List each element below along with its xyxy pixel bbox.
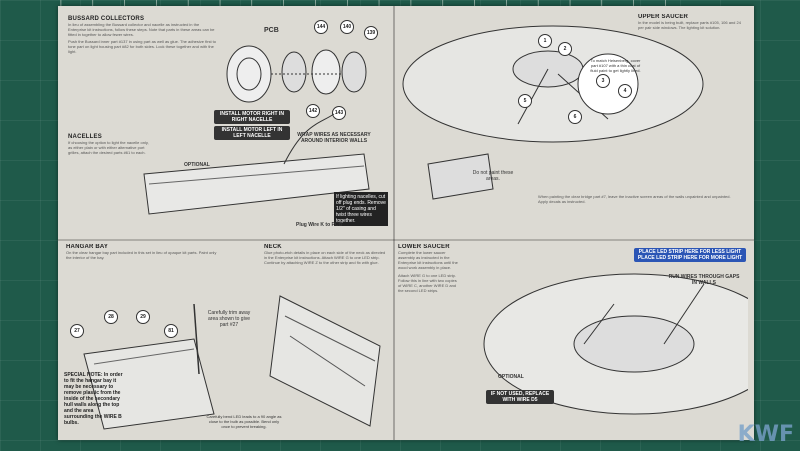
hangar-text: On the clear hangar bay part included in…	[66, 250, 217, 260]
part-6: 6	[568, 110, 582, 124]
install-motor-left-callout: INSTALL MOTOR LEFT IN LEFT NACELLE	[214, 126, 290, 140]
part-143: 143	[332, 106, 346, 120]
lower-saucer-panel: LOWER SAUCER Complete the lower saucer a…	[398, 244, 748, 436]
part-28: 28	[104, 310, 118, 324]
led-strip-callout: PLACE LED STRIP HERE FOR LESS LIGHT PLAC…	[634, 248, 746, 262]
upper-saucer-panel: UPPER SAUCER In the model is being built…	[398, 14, 748, 236]
hangar-neck-panel: HANGAR BAY On the clear hangar bay part …	[64, 244, 388, 436]
special-note: SPECIAL NOTE: In order to fit the hangar…	[64, 372, 123, 426]
lower-saucer-drawing	[483, 273, 748, 415]
bussard-intro: In lieu of assembling the Bussard collec…	[68, 22, 215, 37]
watermark-logo: KWF	[737, 422, 794, 447]
bend-led-note: Carefully bend LED leads to a 90 angle a…	[206, 414, 282, 429]
hangar-title: HANGAR BAY	[66, 244, 109, 250]
carefully-trim-note: Carefully trim away area shown to give p…	[207, 310, 251, 328]
optional-label-lower: OPTIONAL	[498, 374, 524, 380]
neck-drawing	[269, 295, 381, 427]
hangar-bay-drawing	[83, 303, 215, 430]
part-2: 2	[558, 42, 572, 56]
part-139: 139	[364, 26, 378, 40]
part-81: 81	[164, 324, 178, 338]
bussard-exploded-drawing	[143, 45, 370, 215]
part-29: 29	[136, 310, 150, 324]
do-not-paint-note: Do not paint these areas.	[472, 170, 514, 182]
neck-title: NECK	[264, 244, 282, 250]
part-1: 1	[538, 34, 552, 48]
upper-saucer-bottom-text: When painting the clear bridge part #7, …	[538, 194, 731, 204]
nacelles-title: NACELLES	[68, 134, 102, 140]
pcb-label: PCB	[264, 27, 279, 34]
part-142: 142	[306, 104, 320, 118]
upper-saucer-intro: In the model is being built, replace par…	[638, 20, 741, 30]
lower-saucer-side-text: Attach WIRE G to one LED strip. Follow t…	[398, 273, 457, 293]
instruction-sheet: BUSSARD COLLECTORS In lieu of assembling…	[58, 6, 754, 440]
plug-wire-k-label: Plug Wire K to PCB	[296, 222, 343, 228]
fold-line-horizontal	[58, 239, 754, 241]
run-wires-callout: RUN WIRES THROUGH GAPS IN WALLS	[668, 274, 740, 286]
lower-saucer-intro: Complete the lower saucer assembly as in…	[398, 250, 458, 270]
part-140: 140	[340, 20, 354, 34]
fold-line-vertical	[393, 6, 395, 440]
match-heisenberg-note: To match Heisenberg, cover part #107 wit…	[590, 58, 641, 73]
part-3: 3	[596, 74, 610, 88]
neck-text: Glue photo-etch details in place on each…	[264, 250, 386, 265]
bussard-collectors-panel: BUSSARD COLLECTORS In lieu of assembling…	[64, 14, 388, 236]
bussard-title: BUSSARD COLLECTORS	[68, 16, 145, 22]
part-144: 144	[314, 20, 328, 34]
bussard-body: Push the Bussard inner part #137 in usin…	[68, 39, 217, 54]
lower-saucer-title: LOWER SAUCER	[398, 244, 450, 250]
optional-label: OPTIONAL	[184, 162, 210, 168]
if-not-used-callout: IF NOT USED, REPLACE WITH WIRE D5	[486, 390, 554, 404]
mat-ruler-top: ||||||||||||||||||||	[60, 0, 697, 7]
install-motor-right-callout: INSTALL MOTOR RIGHT IN RIGHT NACELLE	[214, 110, 290, 124]
upper-saucer-title: UPPER SAUCER	[638, 14, 689, 20]
part-27: 27	[70, 324, 84, 338]
nacelles-text: If choosing the option to light the nace…	[68, 140, 149, 155]
part-5: 5	[518, 94, 532, 108]
wrap-wires-callout: WRAP WIRES AS NECESSARY AROUND INTERIOR …	[297, 132, 371, 144]
part-4: 4	[618, 84, 632, 98]
if-lighting-note: If lighting nacelles, cut off plug ends.…	[334, 192, 388, 226]
